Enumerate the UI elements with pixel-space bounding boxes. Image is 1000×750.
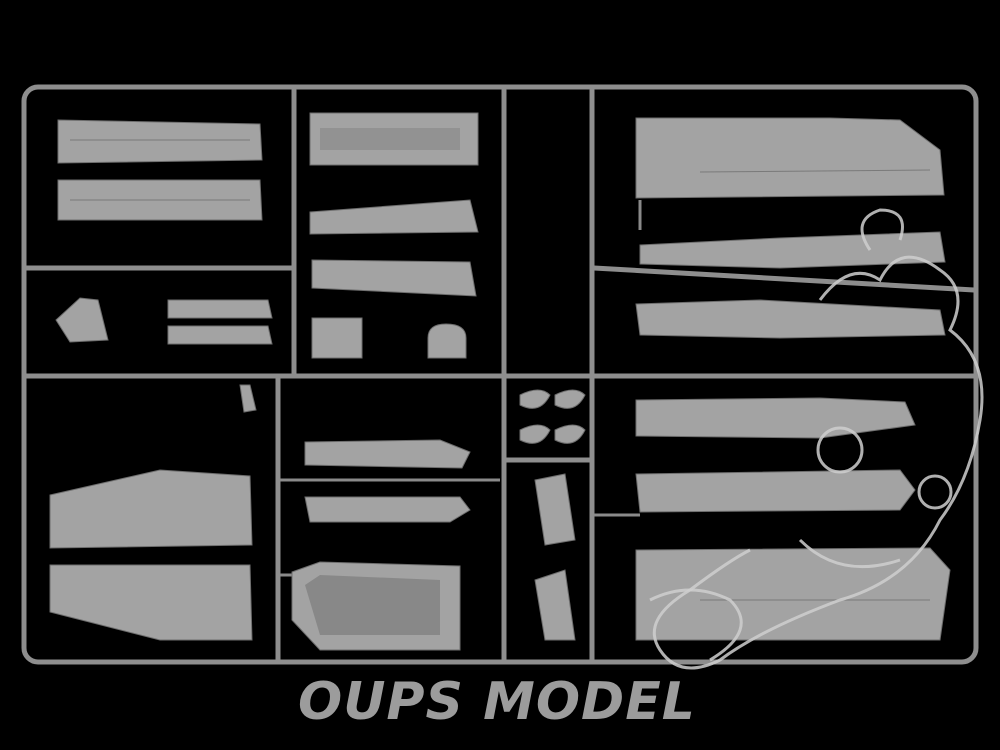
sprue-frame — [21, 84, 979, 665]
watermark-text: OUPS MODEL — [298, 672, 696, 732]
oups-mascot-logo — [649, 208, 984, 670]
plastic-parts — [49, 112, 951, 651]
